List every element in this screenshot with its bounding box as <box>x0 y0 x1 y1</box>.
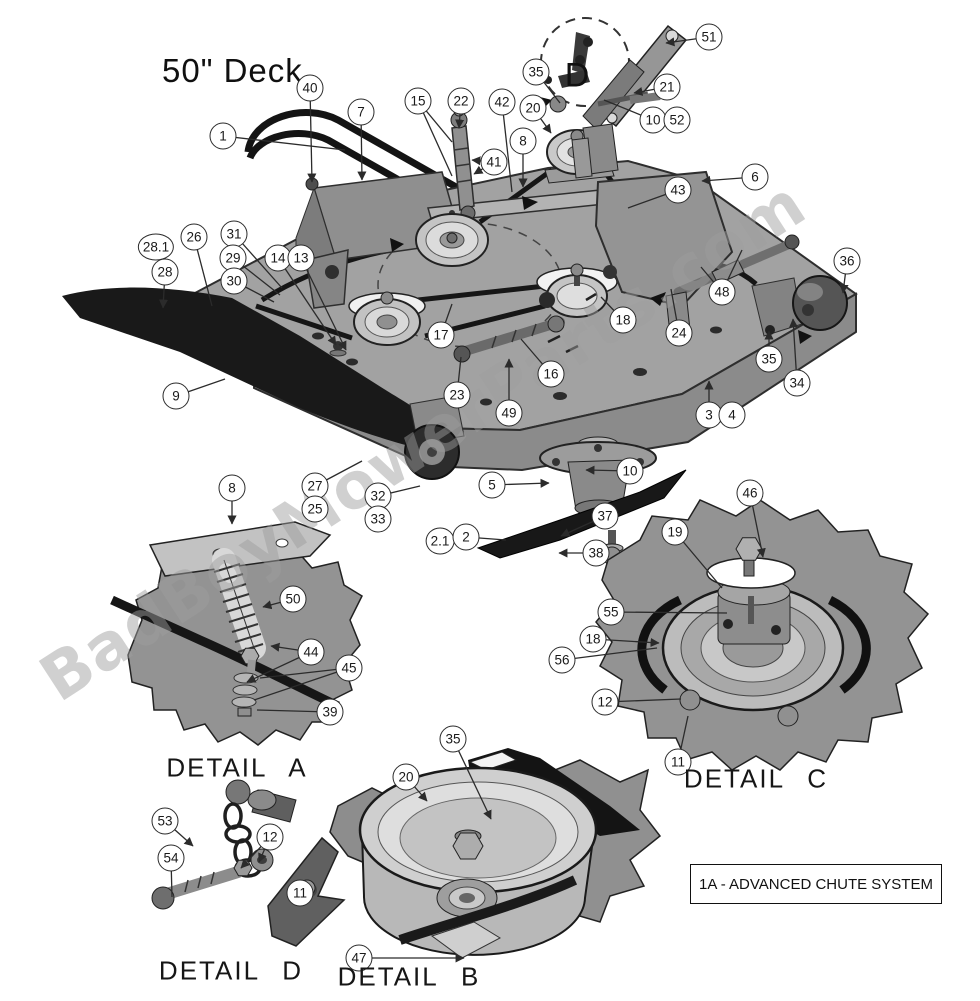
detail-c-label: DETAIL C <box>683 763 829 794</box>
callout-12: 12 <box>591 688 619 716</box>
callout-36: 36 <box>833 247 861 275</box>
callout-12: 12 <box>256 823 284 851</box>
idler-pulley <box>415 213 489 267</box>
callout-39: 39 <box>316 698 344 726</box>
callout-4: 4 <box>718 401 746 429</box>
callout-5: 5 <box>478 471 506 499</box>
callout-40: 40 <box>296 74 324 102</box>
callout-25: 25 <box>301 495 329 523</box>
callout-56: 56 <box>548 646 576 674</box>
callout-28: 28 <box>151 258 179 286</box>
callout-13: 13 <box>287 244 315 272</box>
callout-55: 55 <box>597 598 625 626</box>
callout-28.1: 28.1 <box>137 233 175 261</box>
left-spindle-pulley <box>348 291 426 346</box>
callout-32: 32 <box>364 482 392 510</box>
callout-45: 45 <box>335 654 363 682</box>
callout-38: 38 <box>582 539 610 567</box>
callout-29: 29 <box>219 244 247 272</box>
callout-20: 20 <box>392 763 420 791</box>
detail-d-label: DETAIL D <box>158 955 304 986</box>
callout-54: 54 <box>157 844 185 872</box>
page-title: 50" Deck <box>162 52 303 89</box>
detail-b-label: DETAIL B <box>337 961 481 992</box>
callout-23: 23 <box>443 381 471 409</box>
detail-a-label: DETAIL A <box>166 752 308 783</box>
callout-35: 35 <box>755 345 783 373</box>
callout-35: 35 <box>522 58 550 86</box>
callout-22: 22 <box>447 87 475 115</box>
callout-18: 18 <box>579 625 607 653</box>
detail-d-reference-letter: D <box>564 56 590 95</box>
callout-30: 30 <box>220 267 248 295</box>
callout-27: 27 <box>301 472 329 500</box>
callout-2.1: 2.1 <box>425 527 455 555</box>
advanced-chute-note-box: 1A - ADVANCED CHUTE SYSTEM <box>690 864 942 904</box>
callout-53: 53 <box>151 807 179 835</box>
callout-51: 51 <box>695 23 723 51</box>
callout-42: 42 <box>488 88 516 116</box>
callout-49: 49 <box>495 399 523 427</box>
callout-26: 26 <box>180 223 208 251</box>
callout-19: 19 <box>661 518 689 546</box>
callout-34: 34 <box>783 369 811 397</box>
callout-46: 46 <box>736 479 764 507</box>
callout-18: 18 <box>609 306 637 334</box>
callout-47: 47 <box>345 944 373 972</box>
callout-15: 15 <box>404 87 432 115</box>
callout-6: 6 <box>741 163 769 191</box>
callout-10: 10 <box>616 457 644 485</box>
callout-21: 21 <box>653 73 681 101</box>
callout-44: 44 <box>297 638 325 666</box>
callout-37: 37 <box>591 502 619 530</box>
callout-1: 1 <box>209 122 237 150</box>
detail-c-illustration <box>595 499 930 771</box>
callout-16: 16 <box>537 360 565 388</box>
callout-52: 52 <box>663 106 691 134</box>
callout-33: 33 <box>364 505 392 533</box>
callout-41: 41 <box>480 148 508 176</box>
callout-50: 50 <box>279 585 307 613</box>
callout-35: 35 <box>439 725 467 753</box>
callout-11: 11 <box>664 748 692 776</box>
callout-10: 10 <box>639 106 667 134</box>
callout-8: 8 <box>509 127 537 155</box>
callout-24: 24 <box>665 319 693 347</box>
callout-7: 7 <box>347 98 375 126</box>
callout-17: 17 <box>427 321 455 349</box>
callout-31: 31 <box>220 220 248 248</box>
callout-9: 9 <box>162 382 190 410</box>
callout-11: 11 <box>286 879 314 907</box>
callout-8: 8 <box>218 474 246 502</box>
callout-43: 43 <box>664 176 692 204</box>
callout-20: 20 <box>519 94 547 122</box>
callout-48: 48 <box>708 278 736 306</box>
callout-3: 3 <box>695 401 723 429</box>
callout-2: 2 <box>452 523 480 551</box>
detail-b-illustration <box>329 748 662 959</box>
